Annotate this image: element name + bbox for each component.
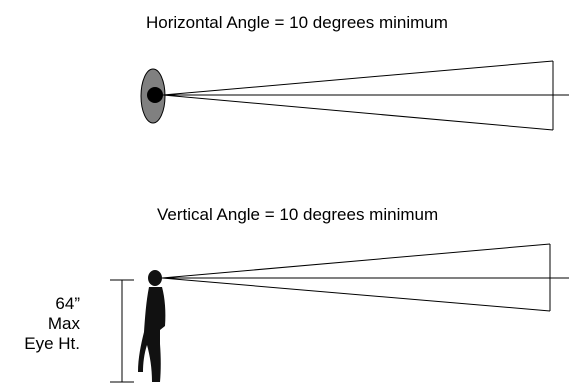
- vertical-view-group: [110, 243, 569, 383]
- person-body-icon: [138, 287, 166, 382]
- eye-height-label-max: Max: [47, 314, 80, 333]
- eye-height-value: 64”: [55, 294, 80, 313]
- horizontal-cone-lower-line: [162, 94, 554, 131]
- horizontal-angle-title: Horizontal Angle = 10 degrees minimum: [146, 13, 448, 32]
- eye-icon: [147, 87, 163, 103]
- person-head-icon: [148, 270, 162, 286]
- horizontal-view-group: [140, 60, 569, 131]
- person-figure-icon: [138, 270, 166, 382]
- vertical-angle-title: Vertical Angle = 10 degrees minimum: [157, 205, 439, 224]
- horizontal-cone-upper-line: [162, 60, 554, 96]
- eye-height-label-eye-ht: Eye Ht.: [24, 334, 80, 353]
- vertical-cone-upper-line: [161, 243, 551, 279]
- vertical-cone-lower-line: [161, 277, 551, 312]
